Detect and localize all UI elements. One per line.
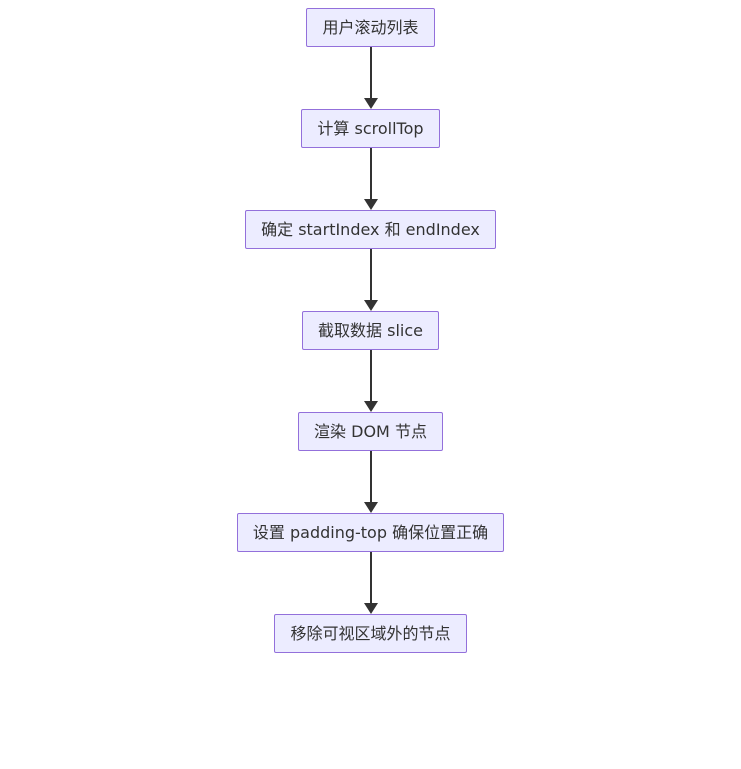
arrow-head-icon bbox=[363, 199, 378, 210]
arrow-connector-4 bbox=[363, 350, 378, 412]
flow-node-set-padding-top: 设置 padding-top 确保位置正确 bbox=[236, 513, 505, 552]
arrow-line bbox=[369, 47, 372, 98]
arrow-connector-2 bbox=[363, 148, 378, 210]
flow-node-label: 确定 startIndex 和 endIndex bbox=[261, 219, 480, 239]
flow-node-label: 移除可视区域外的节点 bbox=[290, 623, 451, 643]
arrow-line bbox=[369, 451, 372, 502]
flowchart: 用户滚动列表 计算 scrollTop 确定 startIndex 和 endI… bbox=[0, 8, 741, 653]
flow-node-label: 渲染 DOM 节点 bbox=[314, 421, 427, 441]
arrow-line bbox=[369, 552, 372, 603]
arrow-connector-6 bbox=[363, 552, 378, 614]
arrow-head-icon bbox=[363, 300, 378, 311]
flow-node-label: 设置 padding-top 确保位置正确 bbox=[252, 522, 489, 542]
arrow-connector-3 bbox=[363, 249, 378, 311]
arrow-connector-5 bbox=[363, 451, 378, 513]
flow-node-label: 截取数据 slice bbox=[318, 320, 423, 340]
flow-node-remove-offscreen-nodes: 移除可视区域外的节点 bbox=[274, 614, 467, 653]
arrow-line bbox=[369, 148, 372, 199]
flow-node-render-dom: 渲染 DOM 节点 bbox=[298, 412, 443, 451]
flow-node-label: 计算 scrollTop bbox=[317, 118, 424, 138]
flow-node-determine-indexes: 确定 startIndex 和 endIndex bbox=[245, 210, 496, 249]
arrow-head-icon bbox=[363, 401, 378, 412]
arrow-line bbox=[369, 249, 372, 300]
flow-node-user-scrolls-list: 用户滚动列表 bbox=[306, 8, 435, 47]
flow-node-calc-scrolltop: 计算 scrollTop bbox=[301, 109, 440, 148]
arrow-head-icon bbox=[363, 603, 378, 614]
arrow-connector-1 bbox=[363, 47, 378, 109]
arrow-head-icon bbox=[363, 98, 378, 109]
arrow-line bbox=[369, 350, 372, 401]
arrow-head-icon bbox=[363, 502, 378, 513]
flow-node-label: 用户滚动列表 bbox=[322, 17, 419, 37]
flow-node-slice-data: 截取数据 slice bbox=[302, 311, 439, 350]
